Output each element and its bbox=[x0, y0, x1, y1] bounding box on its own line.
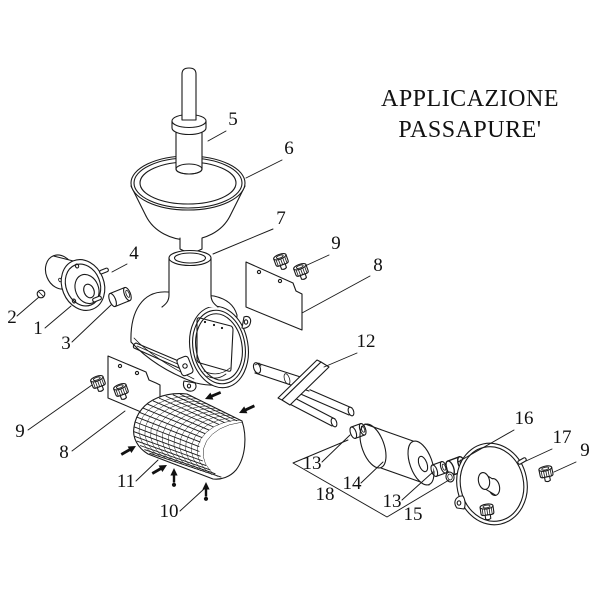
part-housing-body bbox=[130, 249, 252, 392]
callout-13-label: 13 bbox=[383, 491, 402, 512]
part-pin bbox=[98, 267, 110, 275]
callout-8-label: 8 bbox=[59, 442, 69, 463]
direction-arrow bbox=[119, 442, 138, 458]
callout-11-label: 11 bbox=[117, 471, 135, 492]
callout-12-label: 12 bbox=[357, 331, 376, 352]
callout-9-label: 9 bbox=[580, 440, 590, 461]
drawing-title: APPLICAZIONE PASSAPURE' bbox=[381, 86, 559, 143]
part-thumb-knob bbox=[537, 464, 555, 484]
scraper-bar bbox=[132, 342, 194, 377]
housing-window bbox=[196, 317, 234, 379]
part-drive-hub-assembly bbox=[36, 254, 132, 311]
ring-tab-bottom bbox=[182, 380, 197, 392]
callout-2-label: 2 bbox=[7, 307, 17, 328]
part-feed-neck bbox=[161, 249, 219, 308]
callout-10-label: 10 bbox=[160, 501, 179, 522]
title-line-2: PASSAPURE' bbox=[398, 117, 541, 143]
part-cover-plate-right bbox=[245, 261, 303, 331]
callout-7-label: 7 bbox=[276, 208, 286, 229]
fastener-pin-arrow bbox=[170, 468, 178, 487]
part-roller-assembly bbox=[348, 422, 449, 486]
direction-arrow bbox=[237, 402, 257, 417]
callout-5-label: 5 bbox=[228, 109, 238, 130]
callout-16-label: 16 bbox=[515, 408, 534, 429]
part-end-cover-disc bbox=[454, 442, 528, 526]
disc-tab bbox=[454, 495, 466, 510]
callout-17-label: 17 bbox=[553, 427, 572, 448]
direction-arrow bbox=[203, 388, 223, 403]
callout-9-label: 9 bbox=[331, 233, 341, 254]
ring-tab-right bbox=[241, 315, 252, 329]
part-pusher bbox=[171, 67, 207, 175]
fastener-pin-arrow bbox=[202, 482, 210, 501]
part-paddle-shaft bbox=[252, 359, 355, 428]
part-bushing bbox=[108, 286, 132, 308]
callout-4-label: 4 bbox=[129, 243, 139, 264]
part-sieve-screen bbox=[133, 393, 246, 480]
part-o-ring bbox=[445, 471, 455, 483]
callout-8-label: 8 bbox=[373, 255, 383, 276]
callout-labels: 5 6 7 4 2 1 3 9 8 12 9 8 11 10 13 14 13 … bbox=[7, 109, 590, 525]
callout-18-label: 18 bbox=[316, 484, 335, 505]
callout-14-label: 14 bbox=[343, 473, 363, 494]
callout-15-label: 15 bbox=[404, 504, 423, 525]
part-screw bbox=[36, 289, 46, 299]
leader-lines bbox=[16, 130, 577, 518]
part-thumb-knob bbox=[89, 373, 108, 394]
part-hopper-bowl bbox=[130, 155, 246, 253]
callout-13-label: 13 bbox=[303, 453, 322, 474]
title-line-1: APPLICAZIONE bbox=[381, 86, 559, 112]
callout-1-label: 1 bbox=[33, 318, 43, 339]
assembly-bracket bbox=[292, 439, 450, 518]
callout-6-label: 6 bbox=[284, 138, 294, 159]
part-drive-hub bbox=[44, 254, 106, 311]
callout-3-label: 3 bbox=[61, 333, 71, 354]
callout-9-label: 9 bbox=[15, 421, 25, 442]
part-thumb-knob bbox=[272, 251, 291, 272]
part-roller bbox=[359, 423, 435, 486]
